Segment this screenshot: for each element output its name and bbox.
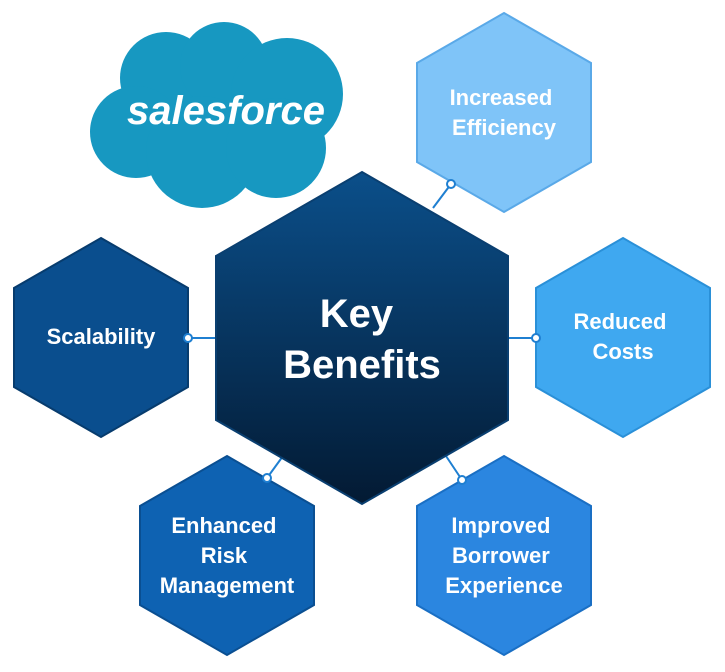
svg-text:Increased Efficiency: Increased Efficiency bbox=[450, 85, 559, 140]
salesforce-logo: salesforce bbox=[90, 22, 343, 208]
center-hexagon: Key Benefits bbox=[215, 170, 509, 506]
dot-efficiency bbox=[446, 179, 456, 189]
svg-text:Scalability: Scalability bbox=[47, 324, 157, 349]
benefit-reduced-costs: Reduced Costs bbox=[535, 236, 711, 439]
benefit-scalability: Scalability bbox=[13, 236, 189, 439]
benefit-increased-efficiency: Increased Efficiency bbox=[416, 11, 592, 214]
dot-costs bbox=[531, 333, 541, 343]
benefit-enhanced-risk-management: Enhanced Risk Management bbox=[139, 454, 315, 657]
dot-experience bbox=[457, 475, 467, 485]
dot-risk bbox=[262, 473, 272, 483]
svg-text:Enhanced Risk Mana: Enhanced Risk Management bbox=[160, 513, 295, 598]
svg-text:Reduced Costs: Reduced Costs bbox=[573, 309, 672, 364]
salesforce-logo-text: salesforce bbox=[127, 89, 325, 133]
center-title: Key Benefits bbox=[283, 292, 441, 387]
svg-text:Improved Borrower: Improved Borrower Experience bbox=[445, 513, 562, 598]
connector-dots bbox=[183, 179, 541, 485]
benefit-improved-borrower-experience: Improved Borrower Experience bbox=[416, 454, 592, 657]
dot-scalability bbox=[183, 333, 193, 343]
